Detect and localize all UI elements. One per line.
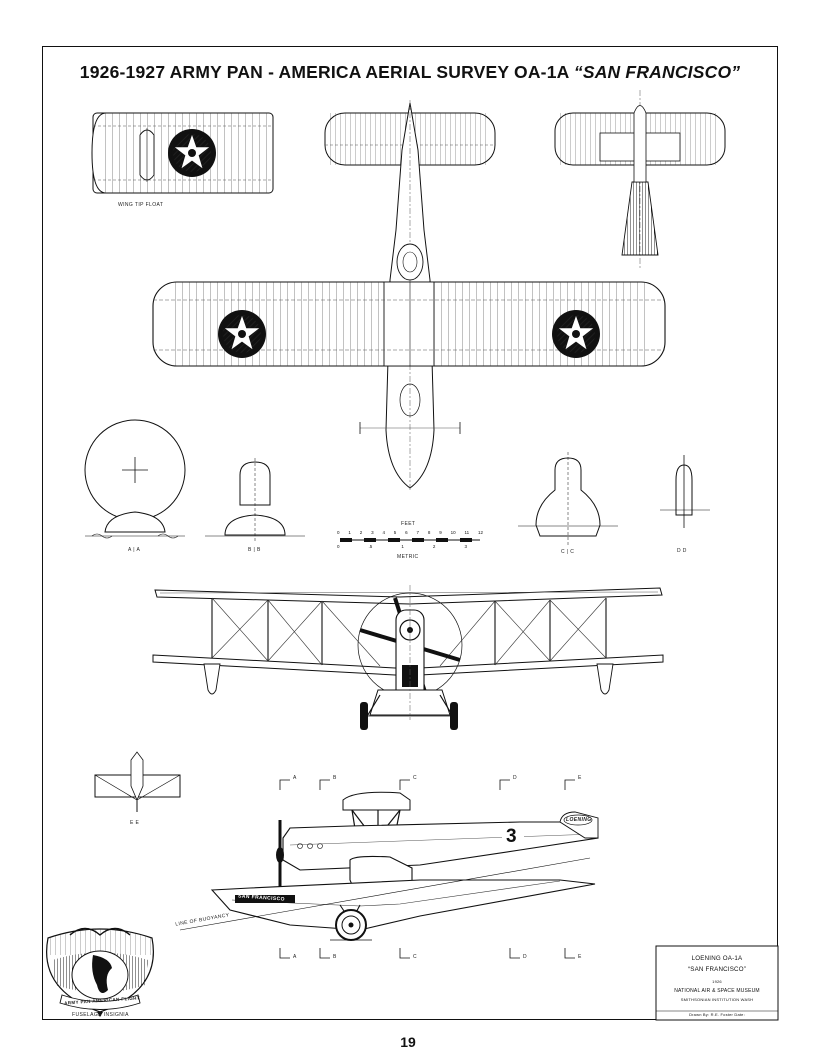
tail-detail-view xyxy=(554,90,726,270)
section-dd-label: D D xyxy=(677,548,687,554)
metric-tick: .5 xyxy=(368,544,373,549)
tail-logo-label: LOENING xyxy=(566,817,592,823)
section-marker-d-top: D xyxy=(513,775,518,781)
feet-tick: 8 xyxy=(427,530,431,535)
wing-tip-float-view xyxy=(91,112,274,194)
page-number: 19 xyxy=(400,1034,416,1050)
feet-tick: 10 xyxy=(450,530,456,535)
scale-metric-label: METRIC xyxy=(397,554,419,560)
feet-tick: 12 xyxy=(477,530,483,535)
section-marker-b-top: B xyxy=(333,775,337,781)
front-view xyxy=(152,585,664,730)
section-marker-c-bottom: C xyxy=(413,954,418,960)
feet-tick: 4 xyxy=(382,530,385,535)
section-marker-b-bottom: B xyxy=(333,954,337,960)
metric-tick: 2 xyxy=(432,544,436,549)
title-italic: “SAN FRANCISCO” xyxy=(573,62,741,82)
feet-tick: 2 xyxy=(359,530,363,535)
title-prefix: 1926-1927 ARMY PAN - AMERICA AERIAL SURV… xyxy=(79,62,574,82)
section-marker-a-bottom: A xyxy=(293,954,297,960)
drawing-title: 1926-1927 ARMY PAN - AMERICA AERIAL SURV… xyxy=(42,62,778,83)
feet-tick: 3 xyxy=(371,530,374,535)
drawing-frame xyxy=(42,46,778,1020)
feet-tick: 6 xyxy=(405,530,408,535)
scale-bar xyxy=(340,538,480,542)
feet-tick: 1 xyxy=(348,530,351,535)
feet-tick: 0 xyxy=(337,530,340,535)
feet-tick: 9 xyxy=(439,530,442,535)
title-block-line1: LOENING OA-1A xyxy=(691,955,743,962)
section-marker-e-bottom: E xyxy=(578,954,582,960)
section-marker-e-top: E xyxy=(578,775,582,781)
section-aa-label: A | A xyxy=(128,547,141,553)
title-block-line4: NATIONAL AIR & SPACE MUSEUM xyxy=(674,988,760,994)
metric-tick: 0 xyxy=(337,544,340,549)
section-bb-label: B | B xyxy=(248,547,261,553)
scale-metric-ticks: 0 .5 1 2 3 xyxy=(337,544,467,549)
metric-tick: 3 xyxy=(464,544,467,549)
scale-feet-ticks: 0 1 2 3 4 5 6 7 8 9 10 11 12 xyxy=(337,530,483,535)
feet-tick: 11 xyxy=(464,530,470,535)
plan-view xyxy=(152,100,666,490)
wing-tip-float-label: WING TIP FLOAT xyxy=(118,202,164,208)
title-block-line3: 1926 xyxy=(712,979,722,984)
title-block-frame xyxy=(655,945,779,1021)
fuselage-number: 3 xyxy=(506,826,517,847)
section-marker-d-bottom: D xyxy=(523,954,528,960)
title-block-line2: “SAN FRANCISCO” xyxy=(687,966,746,973)
side-view xyxy=(179,779,599,959)
section-ee-label: E E xyxy=(130,820,140,826)
title-block-line6: Drawn By: R.E. Foster Date: xyxy=(689,1012,745,1017)
scale-feet-label: FEET xyxy=(401,521,416,527)
fuselage-insignia-emblem xyxy=(46,927,154,1017)
section-ee-view xyxy=(94,751,181,812)
cross-sections xyxy=(84,419,710,545)
feet-tick: 5 xyxy=(393,530,397,535)
metric-tick: 1 xyxy=(401,544,404,549)
section-marker-a-top: A xyxy=(293,775,297,781)
feet-tick: 7 xyxy=(416,530,420,535)
title-block-line5: SMITHSONIAN INSTITUTION WASH xyxy=(680,997,754,1002)
section-marker-c-top: C xyxy=(413,775,418,781)
fuselage-insignia-label: FUSELAGE INSIGNIA xyxy=(72,1012,129,1018)
section-cc-label: C | C xyxy=(561,549,575,555)
